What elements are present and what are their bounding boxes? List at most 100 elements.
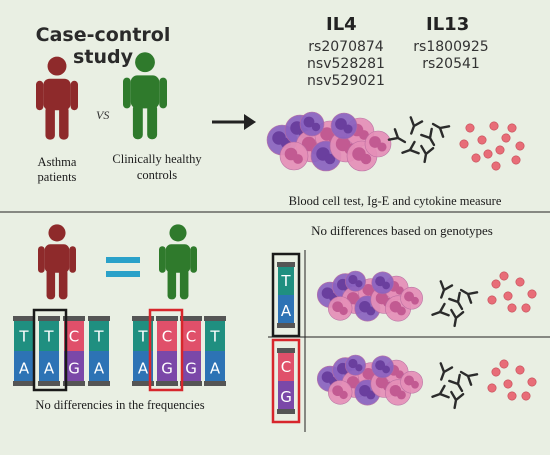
antibody xyxy=(431,122,451,138)
blood-cell xyxy=(364,130,392,158)
antibody xyxy=(439,280,454,299)
cytokine xyxy=(471,153,481,163)
base-letter: G xyxy=(161,359,173,377)
measure-caption: Blood cell test, Ig-E and cytokine measu… xyxy=(288,194,502,208)
asthma-group-label: Asthma patients xyxy=(37,155,77,184)
antibody xyxy=(450,390,465,410)
base-letter: A xyxy=(210,359,221,377)
genotype-frame xyxy=(271,338,301,424)
genotype-frame xyxy=(271,252,301,338)
base-letter: C xyxy=(281,358,291,376)
cytokine xyxy=(503,291,513,301)
antibody xyxy=(387,128,407,144)
base-letter: C xyxy=(69,328,79,346)
vs-label: VS xyxy=(96,108,110,122)
equals-icon xyxy=(106,257,140,277)
cytokine xyxy=(515,365,525,375)
antibody xyxy=(439,362,454,381)
antibody xyxy=(459,370,479,386)
antibody xyxy=(431,384,450,399)
base-pair: CG xyxy=(277,348,295,414)
antibody xyxy=(459,288,479,304)
cytokine xyxy=(521,303,531,313)
antibody xyxy=(431,302,450,317)
antibody xyxy=(420,144,435,164)
base-pair: CG xyxy=(156,316,178,386)
snp-item: nsv529021 xyxy=(307,73,385,89)
gene-il13-title: IL13 xyxy=(426,14,470,35)
blood-cells-icon xyxy=(266,111,392,172)
cytokine xyxy=(495,145,505,155)
base-letter: T xyxy=(93,328,104,346)
antibody xyxy=(450,308,465,328)
base-pair: TA xyxy=(204,316,226,386)
antibody xyxy=(448,291,464,311)
base-letter: T xyxy=(18,328,29,346)
base-letter: A xyxy=(19,359,30,377)
blood-cell xyxy=(299,111,325,137)
base-letter: A xyxy=(44,359,55,377)
highlight-frame-left xyxy=(32,308,68,392)
gene-il4-title: IL4 xyxy=(326,14,357,35)
blood-cell xyxy=(344,270,366,292)
antibody xyxy=(448,373,464,393)
base-letter: C xyxy=(162,328,172,346)
base-letter: T xyxy=(137,328,148,346)
healthy-control-person-icon xyxy=(123,52,167,140)
blood-cell xyxy=(371,271,395,295)
cytokine xyxy=(515,141,525,151)
genotype-caption: No differences based on genotypes xyxy=(311,223,493,238)
antibody-icon xyxy=(387,116,479,410)
base-letter: G xyxy=(68,359,80,377)
cytokine xyxy=(501,133,511,143)
cytokine-icon xyxy=(459,121,537,401)
cytokine xyxy=(515,277,525,287)
base-pair: TA xyxy=(277,262,295,328)
base-letter: G xyxy=(185,359,197,377)
base-letter: G xyxy=(280,388,292,406)
blood-cell xyxy=(279,141,309,171)
blood-cells-icon xyxy=(316,354,423,406)
cytokine xyxy=(487,383,497,393)
cytokine xyxy=(499,271,509,281)
base-letter: A xyxy=(138,359,149,377)
study-title: Case-control study xyxy=(35,24,171,68)
base-letter: T xyxy=(209,328,220,346)
frequency-caption: No differencies in the frequencies xyxy=(35,398,205,412)
blood-cell xyxy=(371,355,395,379)
snp-item: rs2070874 xyxy=(308,39,384,55)
cytokine xyxy=(527,289,537,299)
base-letter: A xyxy=(281,302,292,320)
blood-cell xyxy=(328,296,353,321)
cytokine xyxy=(483,149,493,159)
blood-cell xyxy=(328,380,353,405)
genotype-row: CG xyxy=(271,338,301,424)
cytokine xyxy=(489,121,499,131)
cytokine xyxy=(507,303,517,313)
cytokine xyxy=(491,161,501,171)
base-letter: T xyxy=(280,272,291,290)
antibody xyxy=(420,127,436,147)
asthma-patient-person-icon xyxy=(38,224,76,300)
cytokine xyxy=(487,295,497,305)
healthy-group-label: Clinically healthy controls xyxy=(112,152,202,182)
base-letter: C xyxy=(186,328,196,346)
il13-snp-list: rs1800925 rs20541 xyxy=(406,39,496,73)
base-pair: TA xyxy=(13,316,35,386)
cytokine xyxy=(459,139,469,149)
snp-item: rs20541 xyxy=(422,56,480,72)
cytokine xyxy=(477,135,487,145)
cytokine xyxy=(527,377,537,387)
snp-item: nsv528281 xyxy=(307,56,385,72)
base-letter: A xyxy=(94,359,105,377)
cytokine xyxy=(491,367,501,377)
blood-cell xyxy=(330,112,358,140)
blood-cell xyxy=(344,354,366,376)
highlight-frame-right xyxy=(148,308,184,392)
blood-cell xyxy=(400,370,423,394)
cytokine xyxy=(511,155,521,165)
